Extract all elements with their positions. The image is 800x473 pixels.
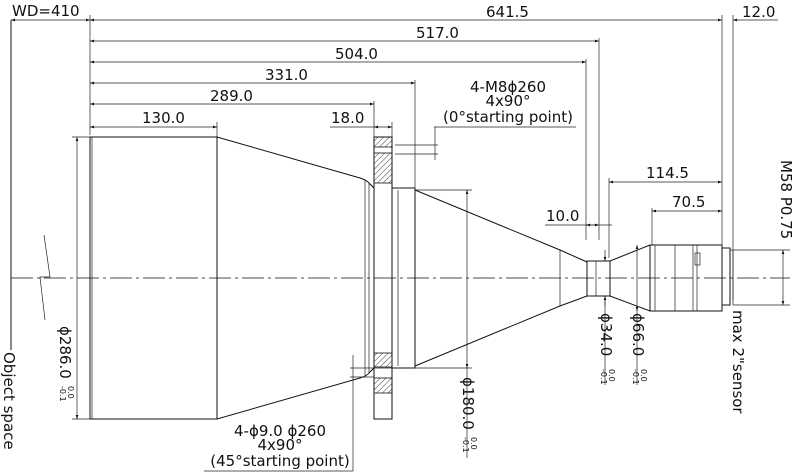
dim-10: 10.0 — [546, 207, 579, 225]
dim-641-5: 641.5 — [486, 3, 529, 21]
wd-label: WD=410 — [12, 2, 80, 20]
dia-34-label: ϕ34.0 — [597, 313, 615, 356]
diameter-dimensions: ϕ286.0 0.0 -0.1 ϕ180.0 0.0 -0.1 ϕ34.0 0.… — [56, 136, 795, 458]
dim-70-5: 70.5 — [672, 193, 705, 211]
object-plane: Object space — [0, 20, 51, 450]
dim-18: 18.0 — [331, 109, 364, 127]
note-line: (0°starting point) — [443, 108, 573, 126]
extension-lines — [89, 15, 734, 305]
dia-286-label: ϕ286.0 — [56, 326, 74, 379]
dim-114-5: 114.5 — [646, 164, 689, 182]
horizontal-dimensions: WD=410 641.5 12.0 517.0 504.0 331.0 289.… — [11, 2, 778, 227]
tolerance-upper: 0.0 — [66, 386, 75, 399]
note-line: 4x90° — [257, 436, 302, 454]
dim-504: 504.0 — [335, 45, 378, 63]
note-line: (45°starting point) — [210, 452, 349, 470]
lens-body — [89, 136, 734, 420]
dia-66-label: ϕ66.0 — [629, 313, 647, 356]
sensor-label: max 2"sensor — [729, 310, 747, 414]
top-hole-note: 4-M8ϕ260 4x90° (0°starting point) — [395, 78, 576, 160]
tolerance-lower: -0.1 — [599, 369, 608, 385]
tolerance-lower: -0.1 — [461, 437, 470, 453]
dim-289: 289.0 — [210, 87, 253, 105]
dim-517: 517.0 — [416, 24, 459, 42]
bottom-hole-note: 4-ϕ9.0 ϕ260 4x90° (45°starting point) — [204, 355, 392, 472]
dim-130: 130.0 — [142, 109, 185, 127]
mount-thread-label: M58 P0.75 — [777, 160, 795, 239]
tolerance-upper: 0.0 — [607, 369, 616, 382]
tolerance-lower: -0.1 — [631, 369, 640, 385]
note-line: 4x90° — [485, 92, 530, 110]
dim-331: 331.0 — [265, 66, 308, 84]
object-space-label: Object space — [0, 352, 18, 450]
tolerance-lower: -0.1 — [58, 386, 67, 402]
dim-12: 12.0 — [742, 3, 775, 21]
tolerance-upper: 0.0 — [469, 437, 478, 450]
dia-180-label: ϕ180.0 — [459, 377, 477, 430]
note-line: 4-ϕ9.0 ϕ260 — [234, 422, 326, 440]
note-line: 4-M8ϕ260 — [470, 78, 546, 96]
tolerance-upper: 0.0 — [639, 369, 648, 382]
